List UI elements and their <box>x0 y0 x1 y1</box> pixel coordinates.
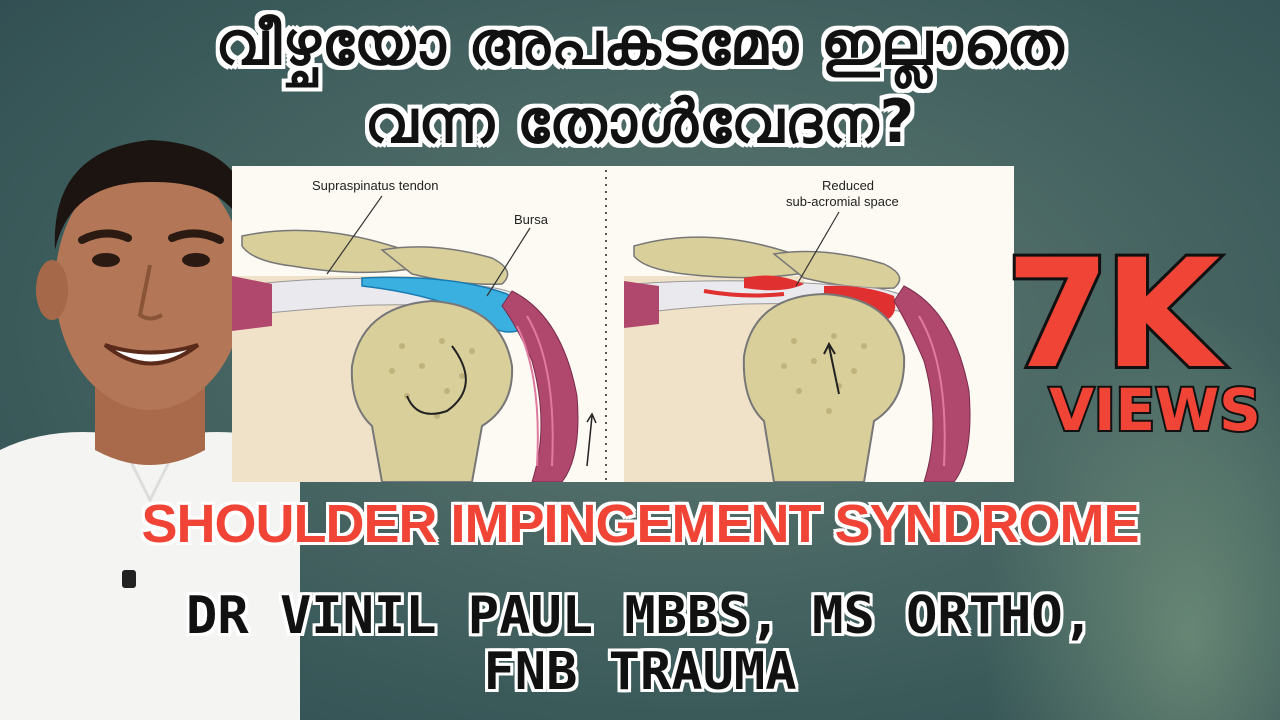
label-sub-acromial-space: sub-acromial space <box>786 194 899 209</box>
diagram-left-panel: Supraspinatus tendon Bursa <box>232 178 597 482</box>
label-reduced: Reduced <box>822 178 874 193</box>
presenter-line-2: FNB TRAUMA <box>483 642 797 702</box>
diagram-right-panel: Reduced sub-acromial space <box>624 178 971 482</box>
views-count: 7K <box>1003 228 1224 402</box>
shoulder-diagram: Supraspinatus tendon Bursa <box>232 166 1014 482</box>
headline-line-1: വീഴ്ചയോ അപകടമോ ഇല്ലാതെ <box>215 9 1065 79</box>
label-bursa: Bursa <box>514 212 549 227</box>
label-supraspinatus: Supraspinatus tendon <box>312 178 438 193</box>
views-label: VIEWS <box>1047 376 1263 444</box>
topic-title: SHOULDER IMPINGEMENT SYNDROME <box>141 494 1139 554</box>
background-glow <box>980 300 1280 720</box>
presenter-line-1: DR VINIL PAUL MBBS, MS ORTHO, <box>186 586 1094 646</box>
headline-line-2: വന്ന തോൾവേദന? <box>364 87 916 157</box>
presenter-credentials: DR VINIL PAUL MBBS, MS ORTHO, FNB TRAUMA <box>20 588 1260 700</box>
